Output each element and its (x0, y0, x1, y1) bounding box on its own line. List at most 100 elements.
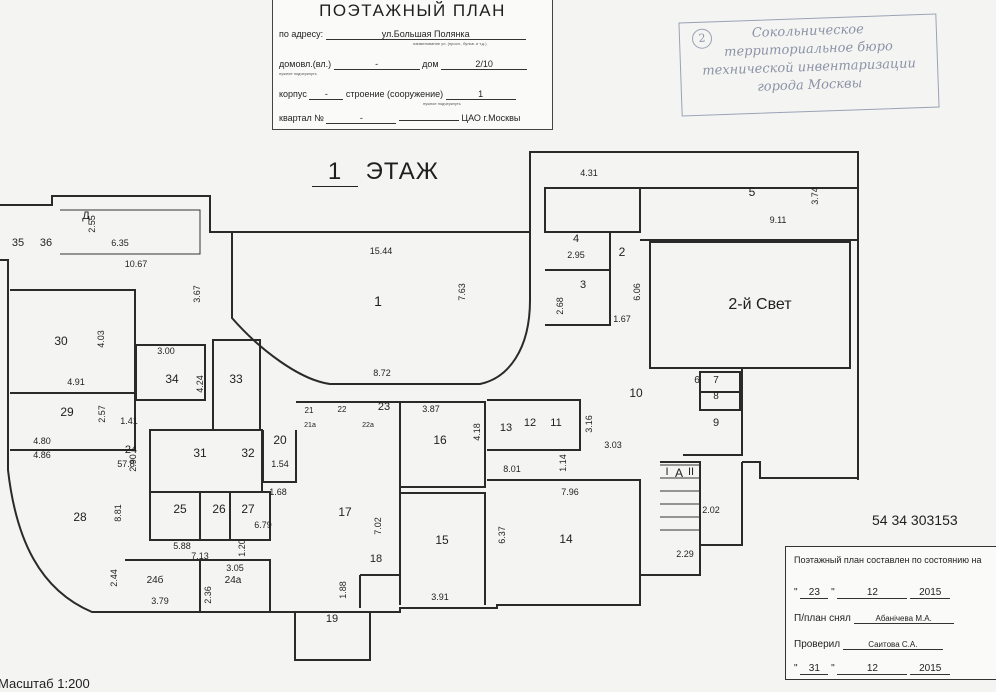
room-number-label: Д (82, 210, 90, 222)
checked-by: Саитова С.А. (842, 640, 943, 650)
room-number-label: 22 (338, 405, 347, 414)
dimension-label: 57.8 (117, 459, 135, 469)
room-number-label: 36 (40, 237, 52, 249)
domovl-row: домовл.(вл.) - дом 2/10 (279, 59, 528, 70)
bti-stamp: 2 Сокольническое территориальное бюро те… (678, 13, 940, 117)
dimension-label: 3.16 (584, 415, 594, 433)
room-number-label: 20 (273, 433, 287, 447)
dimension-label: 3.79 (151, 596, 169, 606)
room-number-label: 8 (713, 391, 719, 402)
district-value: ЦАО г.Москвы (461, 113, 521, 123)
dimension-label: 1.88 (338, 581, 348, 599)
dimension-label: 8.81 (113, 504, 123, 522)
dimension-label: 2.90 (128, 454, 138, 472)
dimension-label: 1.54 (271, 459, 289, 469)
dimension-label: 2.57 (97, 405, 107, 423)
room-number-label: 33 (229, 372, 243, 386)
korpus-label: корпус (279, 89, 307, 99)
info-date1: " 23 " 12 2015 (794, 587, 951, 599)
floor-plan-header: ПОЭТАЖНЫЙ ПЛАН по адресу: ул.Большая Пол… (272, 0, 553, 130)
kvartal-value: - (326, 113, 397, 124)
header-title: ПОЭТАЖНЫЙ ПЛАН (319, 1, 506, 20)
dimension-label: 2.36 (203, 586, 213, 604)
dimension-label: 3.05 (226, 563, 244, 573)
dimension-label: 7.13 (191, 551, 209, 561)
room-number-label: 35 (12, 237, 24, 249)
address-hint: наименование ул. (просп., бульв. и т.д.) (413, 41, 487, 46)
room-number-label: 18 (370, 553, 382, 565)
korpus-row: корпус - строение (сооружение) 1 (279, 89, 516, 100)
room-number-label: 21 (305, 406, 314, 415)
dimension-label: 2.02 (702, 505, 720, 515)
room-number-label: 26 (212, 502, 226, 516)
dimension-label: 10.67 (125, 259, 148, 269)
date1-day: 23 (800, 587, 829, 599)
room-number-label: 19 (326, 613, 338, 625)
room-number-label: 2-й Свет (728, 296, 792, 313)
inventory-number: 54 34 303153 (872, 512, 958, 528)
room-number-label: I (665, 466, 668, 478)
dimension-label: 4.91 (67, 377, 85, 387)
dimension-label: 2.68 (555, 297, 565, 315)
dom-value: 2/10 (441, 59, 528, 70)
room-number-label: 1 (374, 293, 382, 309)
room-number-label: 30 (54, 334, 68, 348)
room-number-label: 3 (580, 279, 586, 291)
stroenie-label: строение (сооружение) (345, 89, 444, 99)
room-number-label: 13 (500, 422, 512, 434)
dimension-label: 6.37 (497, 526, 507, 544)
room-number-label: 15 (435, 533, 449, 547)
dimension-label: 4.31 (580, 168, 598, 178)
room-number-label: 6 (694, 375, 700, 386)
room-number-label: 11 (550, 417, 561, 429)
room-number-label: 32 (241, 446, 255, 460)
info-state-line: Поэтажный план составлен по состоянию на (794, 555, 982, 565)
checked-label: Проверил (794, 639, 841, 650)
domovl-value: - (333, 59, 420, 70)
room-number-label: 22а (362, 422, 374, 429)
date2-year: 2015 (910, 663, 951, 675)
room-number-label: 24б (147, 574, 164, 586)
dimension-label: 4.80 (33, 436, 51, 446)
date1-month: 12 (837, 587, 908, 599)
info-checked: Проверил Саитова С.А. (794, 639, 943, 650)
room-number-label: 5 (749, 185, 756, 199)
room-number-label: 16 (433, 433, 447, 447)
dom-label: дом (422, 59, 439, 69)
dimension-label: 8.01 (503, 464, 521, 474)
room-number-label: 14 (559, 532, 573, 546)
room-number-label: 9 (713, 417, 719, 429)
dimension-label: 6.06 (632, 283, 642, 301)
prepared-label: П/план снял (794, 613, 851, 624)
dimension-label: 4.18 (472, 423, 482, 441)
dimension-label: 8.72 (373, 368, 391, 378)
room-number-label: 28 (73, 510, 87, 524)
room-number-label: 12 (524, 417, 536, 429)
dimension-label: 3.91 (431, 592, 449, 602)
dimension-label: 7.63 (457, 283, 467, 301)
date2-day: 31 (800, 663, 829, 675)
dimension-label: 15.44 (370, 246, 393, 256)
dimension-label: 6.79 (254, 520, 272, 530)
info-prepared: П/план снял Абанічева М.А. (794, 613, 954, 624)
info-box: Поэтажный план составлен по состоянию на… (785, 546, 996, 680)
address-row: по адресу: ул.Большая Полянка (279, 29, 526, 40)
korpus-value: - (309, 89, 344, 100)
domovl-hint: нужное подчеркнуть (279, 71, 317, 76)
room-number-label: 31 (193, 446, 207, 460)
dimension-label: 3.74 (810, 187, 820, 205)
dimension-label: 3.67 (192, 285, 202, 303)
dimension-label: 2.95 (567, 250, 585, 260)
floor-number: 1 (312, 158, 358, 187)
dimension-label: 7.96 (561, 487, 579, 497)
date2-month: 12 (837, 663, 908, 675)
room-number-label: 27 (241, 502, 255, 516)
room-number-label: 4 (573, 233, 579, 245)
address-label: по адресу: (279, 29, 324, 39)
dimension-label: 1.67 (613, 314, 631, 324)
dimension-label: 4.24 (195, 375, 205, 393)
dimension-label: 7.02 (373, 517, 383, 535)
room-number-label: 10 (629, 386, 643, 400)
room-number-label: А (675, 466, 683, 480)
